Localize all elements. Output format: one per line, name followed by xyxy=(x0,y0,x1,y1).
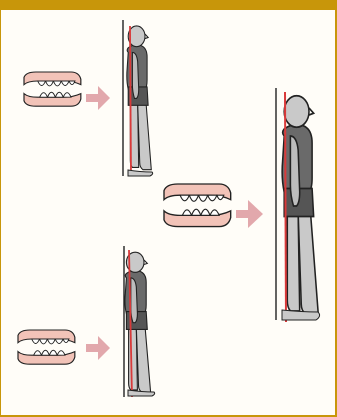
arrow-center xyxy=(236,200,263,228)
figure-bottom xyxy=(124,246,155,397)
bite-overbite-top xyxy=(24,72,81,106)
bite-neutral-center xyxy=(164,184,231,227)
arrow-top xyxy=(86,86,110,110)
figure-top xyxy=(123,20,153,176)
arrow-bottom xyxy=(86,336,110,360)
bite-overjet-bottom xyxy=(18,330,75,364)
figure-right xyxy=(276,88,320,322)
